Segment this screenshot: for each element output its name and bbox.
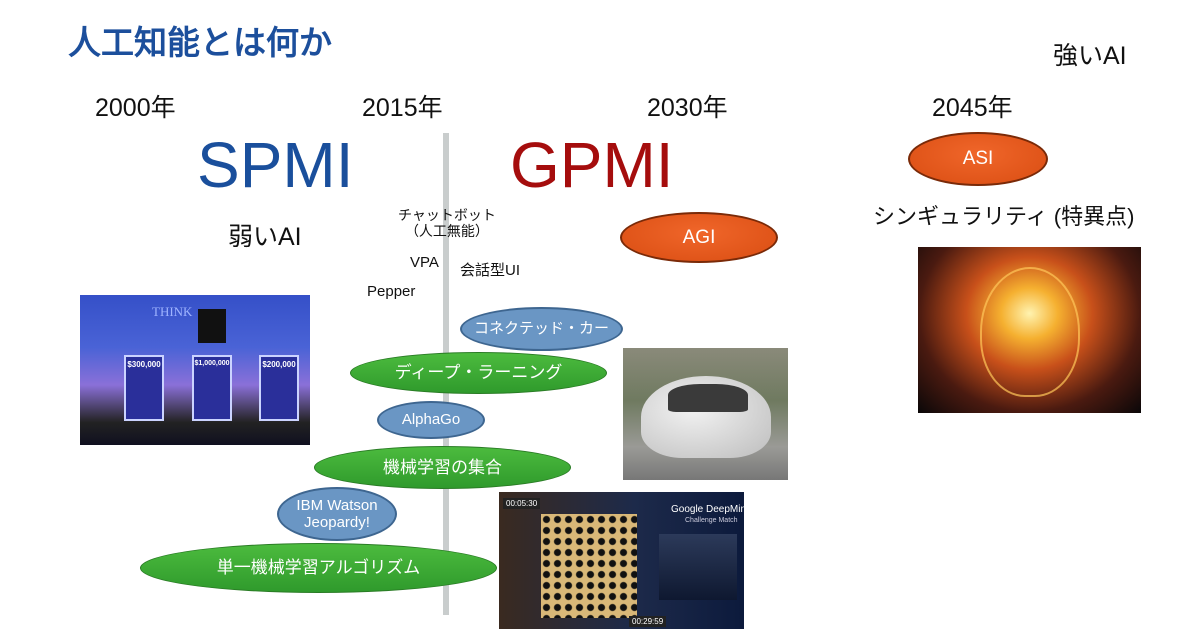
singularity-brain-photo (918, 247, 1141, 413)
connected-car-ellipse: コネクテッド・カー (460, 307, 623, 351)
asi-label: ASI (962, 148, 994, 170)
year-2015: 2015年 (362, 94, 443, 122)
agi-label: AGI (682, 226, 716, 248)
go-board (541, 514, 637, 618)
asi-ellipse: ASI (908, 132, 1048, 186)
watson-line1: IBM Watson (296, 496, 378, 514)
ml-ensemble-ellipse: 機械学習の集合 (314, 446, 571, 489)
prize-2: $1,000,000 (194, 360, 230, 367)
challenge-match: Challenge Match (685, 517, 738, 524)
chatbot-line2: （人工無能） (404, 223, 489, 239)
pepper-label: Pepper (367, 283, 416, 300)
vpa-label: VPA (410, 254, 439, 271)
deepmind-brand: Google DeepMind (671, 504, 744, 515)
podium-2: $1,000,000 (192, 355, 232, 421)
watson-avatar (198, 309, 226, 343)
chatbot-label: チャットボット（人工無能） (398, 207, 496, 239)
deep-learning-ellipse: ディープ・ラーニング (350, 352, 607, 394)
strong-ai-label: 強いAI (1053, 42, 1127, 70)
timer-bottom: 00:29:59 (629, 616, 667, 627)
timer-top: 00:05:30 (503, 498, 541, 509)
spmi-label: SPMI (197, 129, 354, 201)
prize-1: $300,000 (127, 360, 161, 369)
chatbot-line1: チャットボット (398, 207, 496, 223)
alphago-match-photo: 00:05:30 Google DeepMind Challenge Match… (499, 492, 744, 629)
think-sign: THINK (152, 304, 193, 319)
year-2030: 2030年 (647, 94, 728, 122)
jeopardy-photo: THINK $300,000 $1,000,000 $200,000 (80, 295, 310, 445)
podium-1: $300,000 (124, 355, 164, 421)
conversational-ui-label: 会話型UI (460, 262, 521, 279)
alphago-ellipse: AlphaGo (377, 401, 485, 439)
head-outline (980, 267, 1080, 397)
year-2045: 2045年 (932, 94, 1013, 122)
page-title: 人工知能とは何か (68, 24, 332, 61)
ml-ensemble-label: 機械学習の集合 (383, 457, 502, 477)
single-ml-label: 単一機械学習アルゴリズム (216, 558, 421, 578)
year-2000: 2000年 (95, 94, 176, 122)
gpmi-label: GPMI (510, 129, 674, 201)
single-ml-ellipse: 単一機械学習アルゴリズム (140, 543, 497, 593)
deep-learning-label: ディープ・ラーニング (394, 363, 563, 383)
singularity-label: シンギュラリティ (特異点) (873, 204, 1135, 229)
prize-3: $200,000 (262, 360, 296, 369)
player-video (659, 534, 737, 600)
weak-ai-label: 弱いAI (228, 223, 302, 251)
connected-car-label: コネクテッド・カー (473, 320, 609, 338)
watson-line2: Jeopardy! (304, 514, 370, 531)
agi-ellipse: AGI (620, 212, 778, 263)
alphago-label: AlphaGo (401, 411, 461, 429)
car-window (668, 384, 748, 412)
self-driving-car-photo (623, 348, 788, 480)
podium-3: $200,000 (259, 355, 299, 421)
